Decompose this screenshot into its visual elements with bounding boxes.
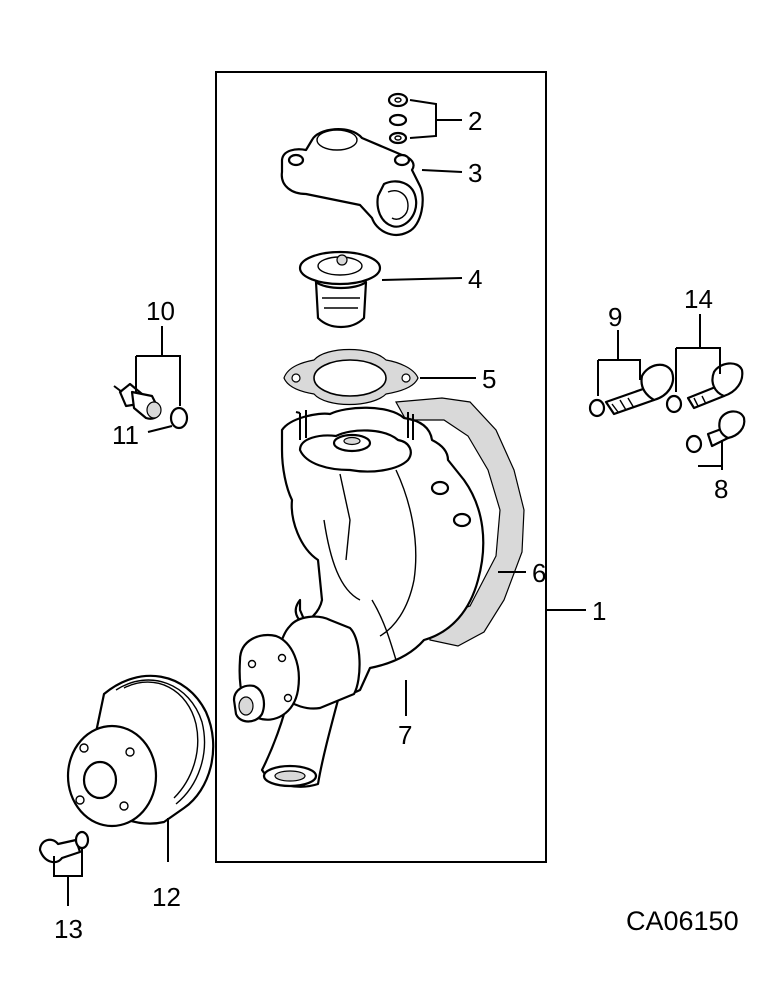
leader-lines: [53, 99, 723, 906]
callout-11: 11: [112, 420, 139, 450]
nut-washer-set: [387, 92, 409, 145]
thermostat: [298, 250, 382, 329]
callout-10: 10: [146, 296, 175, 326]
sensor-o-ring: [169, 406, 189, 430]
thermostat-gasket: [283, 348, 419, 406]
water-pump-body: [232, 406, 485, 788]
bolt-set-14: [665, 362, 744, 414]
callout-1: 1: [592, 596, 606, 626]
callout-9: 9: [608, 302, 622, 332]
callout-2: 2: [468, 106, 482, 136]
thermostat-housing: [280, 128, 424, 236]
bolt-set-9: [588, 363, 675, 418]
callout-5: 5: [482, 364, 496, 394]
callout-8: 8: [714, 474, 728, 504]
bolt-set-8: [685, 410, 746, 454]
callout-13: 13: [54, 914, 83, 944]
figure-id: CA06150: [626, 906, 739, 936]
assembly-boundary-box: [215, 71, 547, 863]
temperature-sensor: [113, 382, 162, 420]
callout-3: 3: [468, 158, 482, 188]
pulley-bolt: [38, 830, 90, 864]
callout-4: 4: [468, 264, 482, 294]
pump-body-gasket: [395, 397, 525, 647]
callout-14: 14: [684, 284, 713, 314]
callout-6: 6: [532, 558, 546, 588]
callout-7: 7: [398, 720, 412, 750]
fan-pulley: [66, 674, 215, 828]
callout-12: 12: [152, 882, 181, 912]
